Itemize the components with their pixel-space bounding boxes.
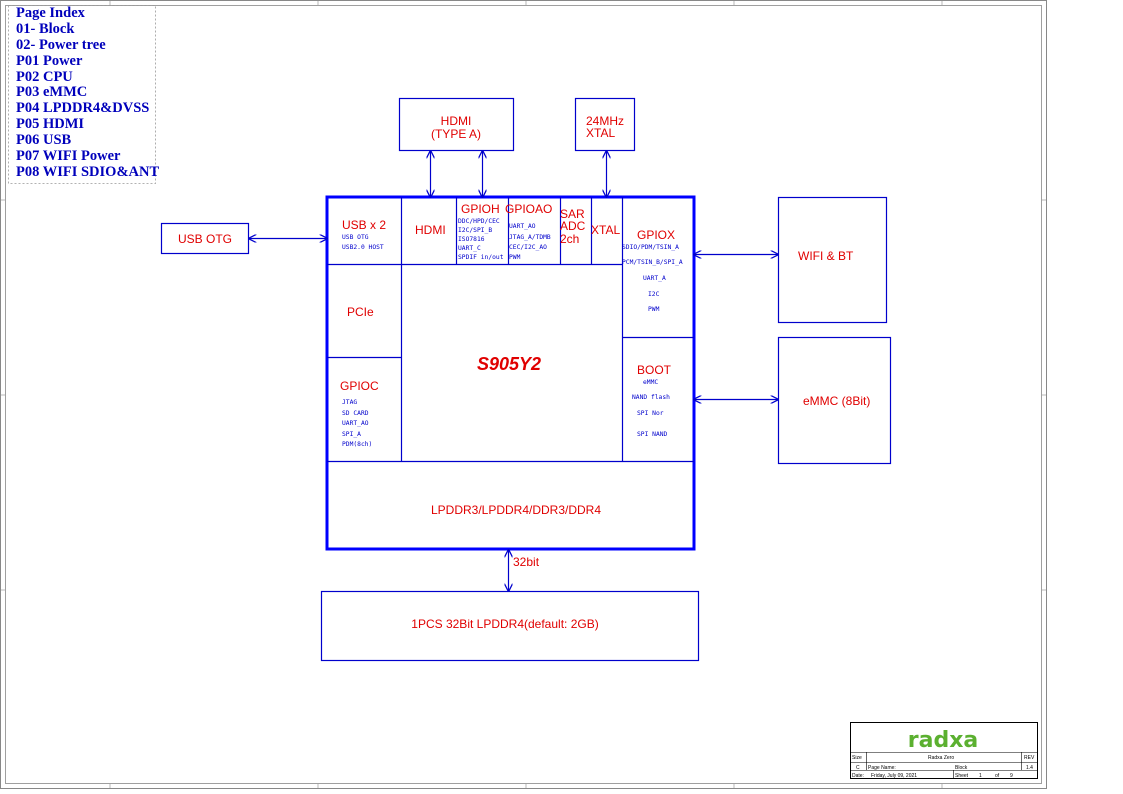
soc-gpioao-section: GPIOAO UART_AO JTAG_A/TDMB CEC/I2C_AO PW… [505,202,552,261]
soc-usb-line: USB2.0 HOST [342,244,384,251]
of-label: of [995,773,1000,779]
soc-gpioc-title: GPIOC [340,379,379,393]
hdmi-label: HDMI [441,114,472,128]
page-index-item[interactable]: P05 HDMI [16,116,84,132]
soc-gpiox-section: GPIOX SDIO/PDM/TSIN_A PCM/TSIN_B/SPI_A U… [622,228,683,313]
soc-name: S905Y2 [477,354,541,374]
usb-otg-label: USB OTG [178,232,232,246]
page-index-item[interactable]: P02 CPU [16,69,73,85]
wifi-bt-block: WIFI & BT [777,196,888,324]
soc-gpioh-line: UART_C [458,245,481,252]
soc-gpioh-line: SPDIF in/out [458,254,504,261]
page-index-item[interactable]: P03 eMMC [16,84,87,100]
soc-boot-line: NAND flash [632,394,670,401]
date-value: Friday, July 09, 2021 [871,773,917,779]
page-index-item[interactable]: 02- Power tree [16,37,106,53]
soc-xtal-label: XTAL [591,223,620,237]
xtal-label: XTAL [586,126,615,140]
soc-usb-section: USB x 2 USB OTG USB2.0 HOST [342,218,386,251]
page-index-item[interactable]: P01 Power [16,53,83,69]
soc-gpiox-line: PWM [648,306,660,313]
sheet-total: 9 [1010,773,1013,779]
soc-adc-label: ADC [560,219,586,233]
soc-gpiox-line: I2C [648,291,660,298]
soc-usb-title: USB x 2 [342,218,386,232]
page-index-item[interactable]: P04 LPDDR4&DVSS [16,100,149,116]
xtal-freq-label: 24MHz [586,114,624,128]
soc-pcie-label: PCIe [347,305,374,319]
soc-boot-title: BOOT [637,363,672,377]
soc-gpioh-line: I2C/SPI_B [458,227,492,234]
soc-gpioc-line: SPI_A [342,431,361,438]
soc-boot-section: BOOT eMMC NAND flash SPI Nor SPI NAND [632,363,672,438]
soc-sar-label: SAR [560,207,585,221]
soc-hdmi-label: HDMI [415,223,446,237]
page-index-item[interactable]: 01- Block [16,21,75,37]
ddr-memory-block: 1PCS 32Bit LPDDR4(default: 2GB) [320,590,700,662]
soc-gpioc-line: JTAG [342,399,357,406]
hdmi-type-label: (TYPE A) [431,127,481,141]
soc-gpioao-line: JTAG_A/TDMB [509,234,551,241]
soc-gpiox-line: PCM/TSIN_B/SPI_A [622,259,683,266]
bus-width-label: 32bit [513,555,540,569]
soc-gpiox-title: GPIOX [637,228,675,242]
soc-gpioh-line: ISO7816 [458,236,485,243]
usb-otg-block: USB OTG [160,222,250,255]
soc-boot-line: SPI NAND [637,431,668,438]
size-label: Size [852,755,862,761]
page-index-title: Page Index [16,5,86,21]
soc-gpioh-line: DDC/HPD/CEC [458,218,500,225]
radxa-logo: radxa [908,728,978,753]
soc-gpioao-line: UART_AO [509,223,536,230]
soc-gpiox-line: UART_A [643,275,666,282]
sheet-value: 1 [979,773,982,779]
wifi-bt-label: WIFI & BT [798,249,854,263]
sheet-border [0,0,1047,789]
page-name-value: Block [955,765,968,771]
size-value: C [856,765,860,771]
soc-sar-adc-section: SAR ADC 2ch [560,207,586,246]
date-label: Date: [852,773,864,779]
rev-label: REV [1024,755,1035,761]
soc-gpioc-section: GPIOC JTAG SD CARD UART_AO SPI_A PDM(8ch… [340,379,379,448]
soc-adc-channels-label: 2ch [560,232,579,246]
page-index-item[interactable]: P08 WIFI SDIO&ANT [16,164,159,180]
soc-gpioc-line: SD CARD [342,410,369,417]
soc-block: S905Y2 USB x 2 USB OTG USB2.0 HOST HDMI … [325,195,696,551]
soc-gpioao-line: CEC/I2C_AO [509,244,547,251]
soc-boot-line: SPI Nor [637,410,664,417]
soc-gpiox-line: SDIO/PDM/TSIN_A [622,244,679,251]
soc-gpioc-line: PDM(8ch) [342,441,372,448]
soc-usb-line: USB OTG [342,234,369,241]
soc-gpioc-line: UART_AO [342,420,369,427]
soc-gpioh-section: GPIOH DDC/HPD/CEC I2C/SPI_B ISO7816 UART… [458,202,504,261]
soc-boot-line: eMMC [643,379,658,386]
soc-gpioao-title: GPIOAO [505,202,552,216]
ddr-memory-label: 1PCS 32Bit LPDDR4(default: 2GB) [411,617,598,631]
rev-value: 1.4 [1026,765,1033,771]
title-block: radxa Size C Radxa Zero REV 1.4 Page Nam… [850,722,1038,779]
page-name-label: Page Name: [868,765,896,771]
page-index: Page Index 01- Block 02- Power tree P01 … [8,5,159,184]
soc-gpioh-title: GPIOH [461,202,500,216]
xtal-oscillator-block: 24MHz XTAL [574,97,636,152]
soc-ddr-label: LPDDR3/LPDDR4/DDR3/DDR4 [431,503,601,517]
hdmi-connector-block: HDMI (TYPE A) [398,97,515,152]
sheet-label: Sheet [955,773,969,779]
emmc-block: eMMC (8Bit) [777,336,892,465]
connections: 32bit [249,151,778,591]
doc-title: Radxa Zero [928,755,954,761]
emmc-label: eMMC (8Bit) [803,394,870,408]
page-index-item[interactable]: P07 WIFI Power [16,148,121,164]
page-index-item[interactable]: P06 USB [16,132,72,148]
soc-gpioao-line: PWM [509,254,521,261]
